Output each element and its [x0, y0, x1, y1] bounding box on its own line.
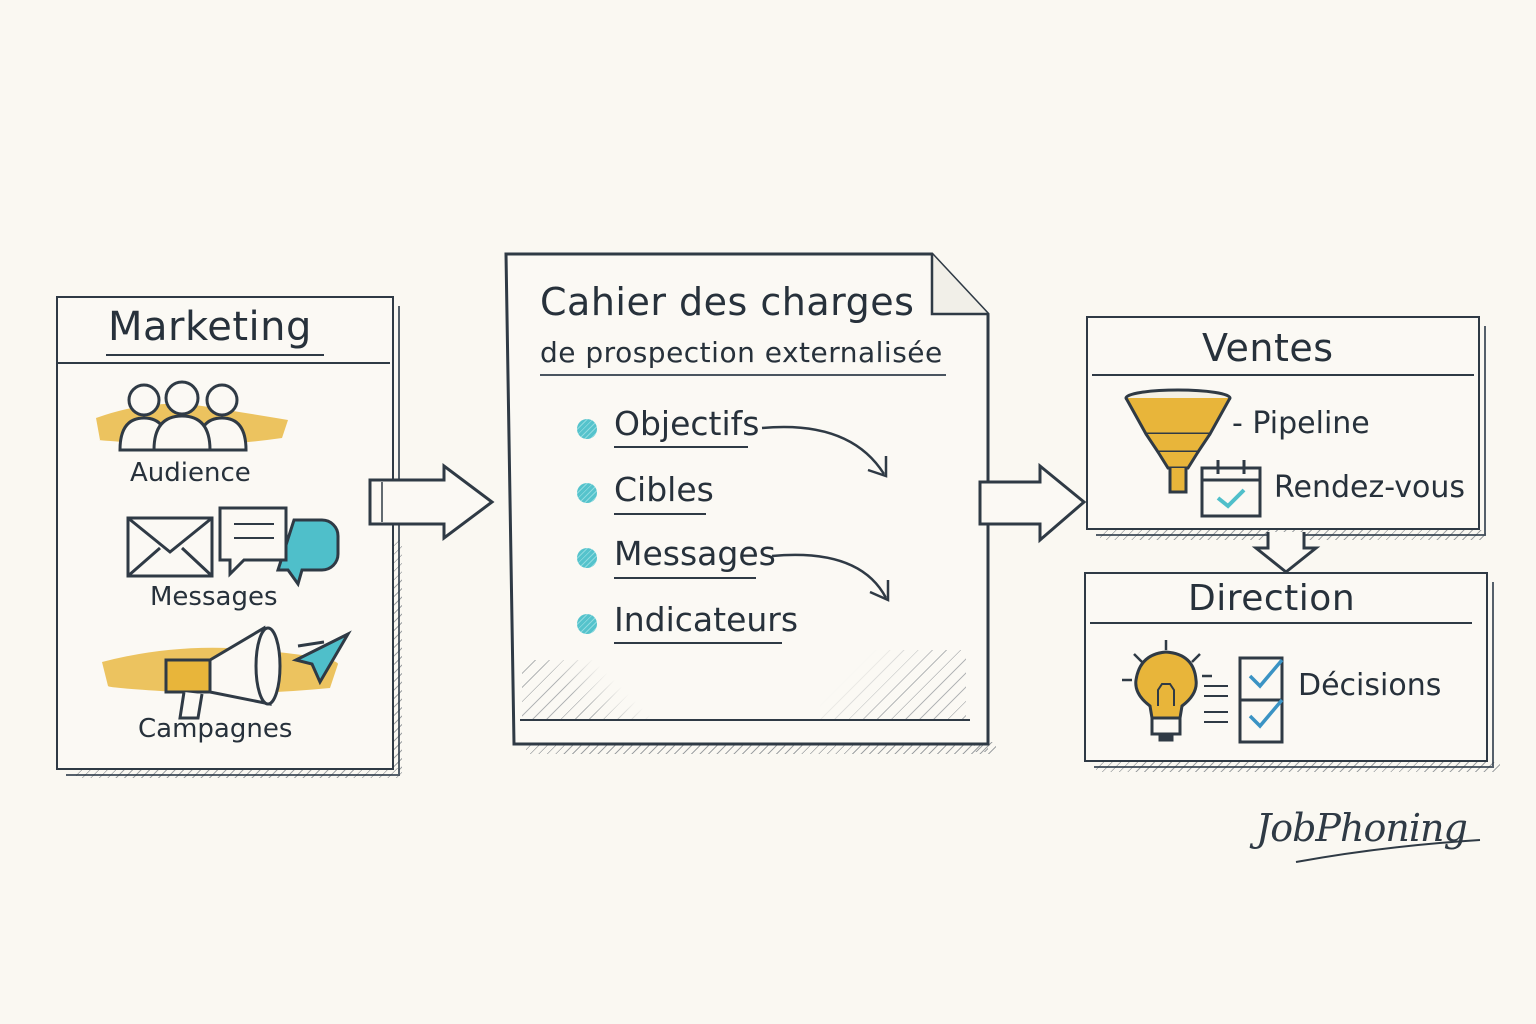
marketing-title: Marketing [108, 304, 312, 350]
direction-title: Direction [1188, 578, 1356, 619]
marketing-title-underline [106, 354, 324, 356]
doc-item-objectifs: Objectifs [614, 404, 760, 443]
curved-arrow-messages [771, 553, 890, 602]
ventes-item-pipeline: - Pipeline [1232, 406, 1370, 441]
bullet-messages [577, 548, 597, 568]
ventes-title: Ventes [1202, 326, 1334, 370]
bullet-objectifs [577, 419, 597, 439]
lightbulb-icon [1122, 640, 1228, 742]
marketing-item-audience: Audience [130, 458, 251, 488]
curved-arrow-objectifs [761, 425, 888, 478]
document-title-line2: de prospection externalisée [540, 336, 943, 369]
document-corner-hatch-right [820, 650, 966, 720]
doc-item-messages-underline [614, 577, 756, 579]
doc-item-indicateurs-underline [614, 642, 782, 644]
people-icon [96, 380, 288, 452]
doc-item-cibles: Cibles [614, 470, 714, 509]
envelope-chat-icon [126, 506, 340, 588]
marketing-item-messages: Messages [150, 582, 278, 612]
marketing-header-divider [58, 362, 390, 364]
document-corner-hatch-left [522, 660, 652, 720]
megaphone-icon [102, 625, 352, 720]
funnel-icon [1124, 388, 1232, 494]
marketing-item-campagnes: Campagnes [138, 714, 293, 744]
ventes-item-rendez-vous: Rendez-vous [1274, 470, 1465, 505]
document-title-line1: Cahier des charges [540, 280, 915, 324]
flow-arrow-marketing-to-doc [368, 463, 495, 541]
marketing-side-hatch [392, 540, 402, 770]
flow-arrow-ventes-to-direction [1251, 532, 1321, 574]
ventes-header-divider [1092, 374, 1474, 376]
flow-arrow-doc-to-ventes [978, 462, 1087, 544]
bullet-cibles [577, 483, 597, 503]
direction-shadow-hatch [1096, 762, 1500, 772]
calendar-check-icon [1200, 460, 1262, 518]
doc-item-cibles-underline [614, 513, 706, 515]
direction-item-decisions: Décisions [1298, 668, 1442, 703]
doc-item-objectifs-underline [614, 446, 748, 448]
marketing-shadow-hatch [76, 768, 402, 778]
bullet-indicateurs [577, 614, 597, 634]
document-title-underline [540, 374, 946, 376]
checklist-icon [1238, 656, 1284, 744]
signature-underline [1295, 839, 1481, 863]
doc-item-messages: Messages [614, 534, 776, 573]
direction-header-divider [1090, 622, 1472, 624]
doc-item-indicateurs: Indicateurs [614, 600, 799, 639]
document-sheet [504, 252, 990, 746]
